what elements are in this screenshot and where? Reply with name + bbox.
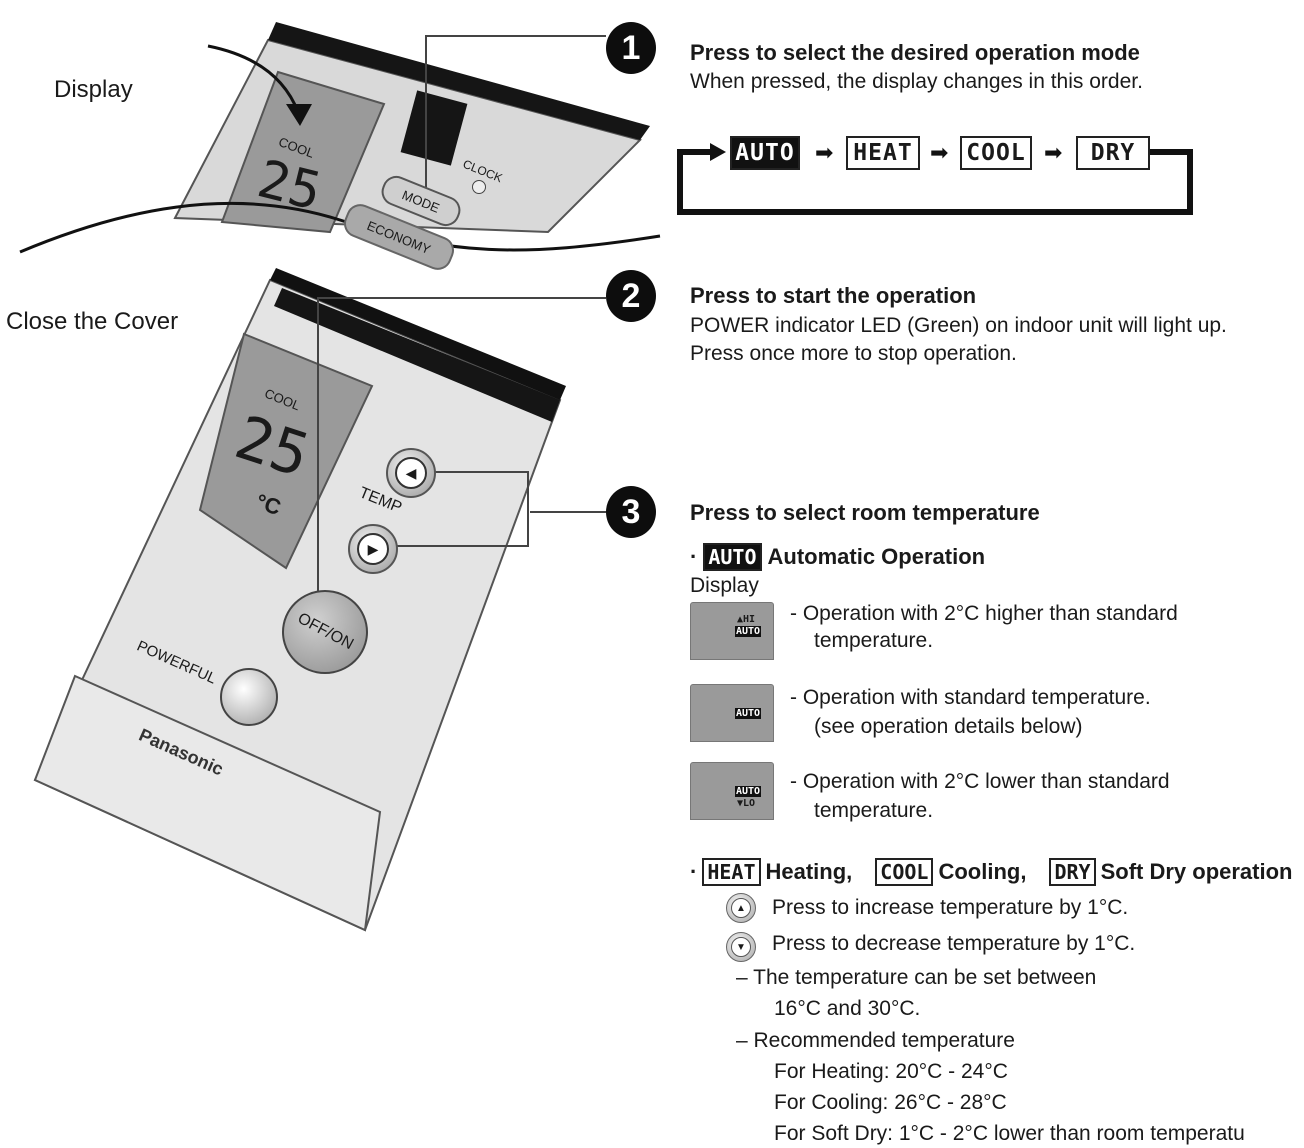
triangle-left-icon: ◀	[395, 457, 427, 489]
recommended-title: – Recommended temperature	[736, 1029, 1015, 1052]
bullet: ·	[690, 544, 698, 569]
off-on-button[interactable]: OFF/ON	[282, 590, 368, 674]
auto-option-1-line-1: - Operation with 2°C higher than standar…	[790, 602, 1178, 625]
display-auto-indicator: AUTO	[735, 786, 762, 797]
triangle-right-icon: ▶	[357, 533, 389, 565]
recommended-heating: For Heating: 20°C - 24°C	[774, 1060, 1008, 1083]
auto-option-2-line-2: (see operation details below)	[814, 715, 1083, 738]
display-auto-indicator: AUTO	[735, 626, 762, 637]
auto-option-2-line-1: - Operation with standard temperature.	[790, 686, 1151, 709]
close-cover-label: Close the Cover	[6, 308, 179, 335]
sequence-dry: DRY	[1076, 136, 1150, 170]
arrow-right-icon: ➡	[930, 140, 949, 165]
heat-text: Heating,	[765, 859, 853, 884]
sequence-heat: HEAT	[846, 136, 920, 170]
step-2-line-2: Press once more to stop operation.	[690, 342, 1017, 365]
display-label: Display	[54, 76, 133, 103]
recommended-dry: For Soft Dry: 1°C - 2°C lower than room …	[774, 1122, 1245, 1145]
step-1-title: Press to select the desired operation mo…	[690, 40, 1140, 65]
range-line-2: 16°C and 30°C.	[774, 997, 921, 1020]
cool-tag: COOL	[875, 858, 934, 886]
step-2-line-1: POWER indicator LED (Green) on indoor un…	[690, 314, 1227, 337]
auto-tag: AUTO	[703, 543, 762, 571]
temp-up-button[interactable]: ◀	[386, 448, 436, 498]
clock-button[interactable]	[472, 180, 486, 194]
step-1-text: When pressed, the display changes in thi…	[690, 70, 1143, 93]
display-hi-indicator: ▲HI	[737, 614, 756, 625]
cool-text: Cooling,	[938, 859, 1027, 884]
sequence-auto: AUTO	[730, 136, 800, 170]
arrow-right-icon: ➡	[815, 140, 834, 165]
range-line-1: – The temperature can be set between	[736, 966, 1097, 989]
recommended-cooling: For Cooling: 26°C - 28°C	[774, 1091, 1007, 1114]
powerful-button[interactable]	[220, 668, 278, 726]
display-auto-hi: ▲HI AUTO	[690, 602, 774, 660]
remote-top-illustration	[173, 22, 650, 234]
decrease-text: Press to decrease temperature by 1°C.	[772, 932, 1136, 955]
step-3-badge: 3	[606, 486, 656, 538]
triangle-down-icon: ▼	[731, 937, 751, 957]
step-2-title: Press to start the operation	[690, 283, 977, 308]
increase-text: Press to increase temperature by 1°C.	[772, 896, 1129, 919]
heat-tag: HEAT	[702, 858, 761, 886]
step-3-title: Press to select room temperature	[690, 500, 1040, 525]
step-1-badge: 1	[606, 22, 656, 74]
triangle-up-icon: ▲	[731, 898, 751, 918]
display-auto-lo: AUTO ▼LO	[690, 762, 774, 820]
dry-text: Soft Dry operation	[1100, 859, 1293, 884]
display-lo-indicator: ▼LO	[737, 798, 756, 809]
auto-display-label: Display	[690, 574, 759, 597]
temp-down-button[interactable]: ▶	[348, 524, 398, 574]
auto-option-3-line-1: - Operation with 2°C lower than standard	[790, 770, 1170, 793]
auto-heading-row: · AUTO Automatic Operation	[690, 543, 985, 571]
arrow-right-icon: ➡	[1044, 140, 1063, 165]
auto-option-1-line-2: temperature.	[814, 629, 934, 652]
display-auto-standard: AUTO	[690, 684, 774, 742]
auto-heading: Automatic Operation	[767, 544, 986, 569]
auto-option-3-line-2: temperature.	[814, 799, 934, 822]
dry-tag: DRY	[1049, 858, 1096, 886]
display-auto-indicator: AUTO	[735, 708, 762, 719]
bullet: ·	[690, 859, 698, 884]
sequence-cool: COOL	[960, 136, 1032, 170]
decrease-button-icon: ▼	[726, 932, 756, 962]
step-2-badge: 2	[606, 270, 656, 322]
off-on-label: OFF/ON	[294, 609, 356, 654]
modes-heading-row: · HEAT Heating, COOL Cooling, DRY Soft D…	[690, 858, 1292, 886]
increase-button-icon: ▲	[726, 893, 756, 923]
